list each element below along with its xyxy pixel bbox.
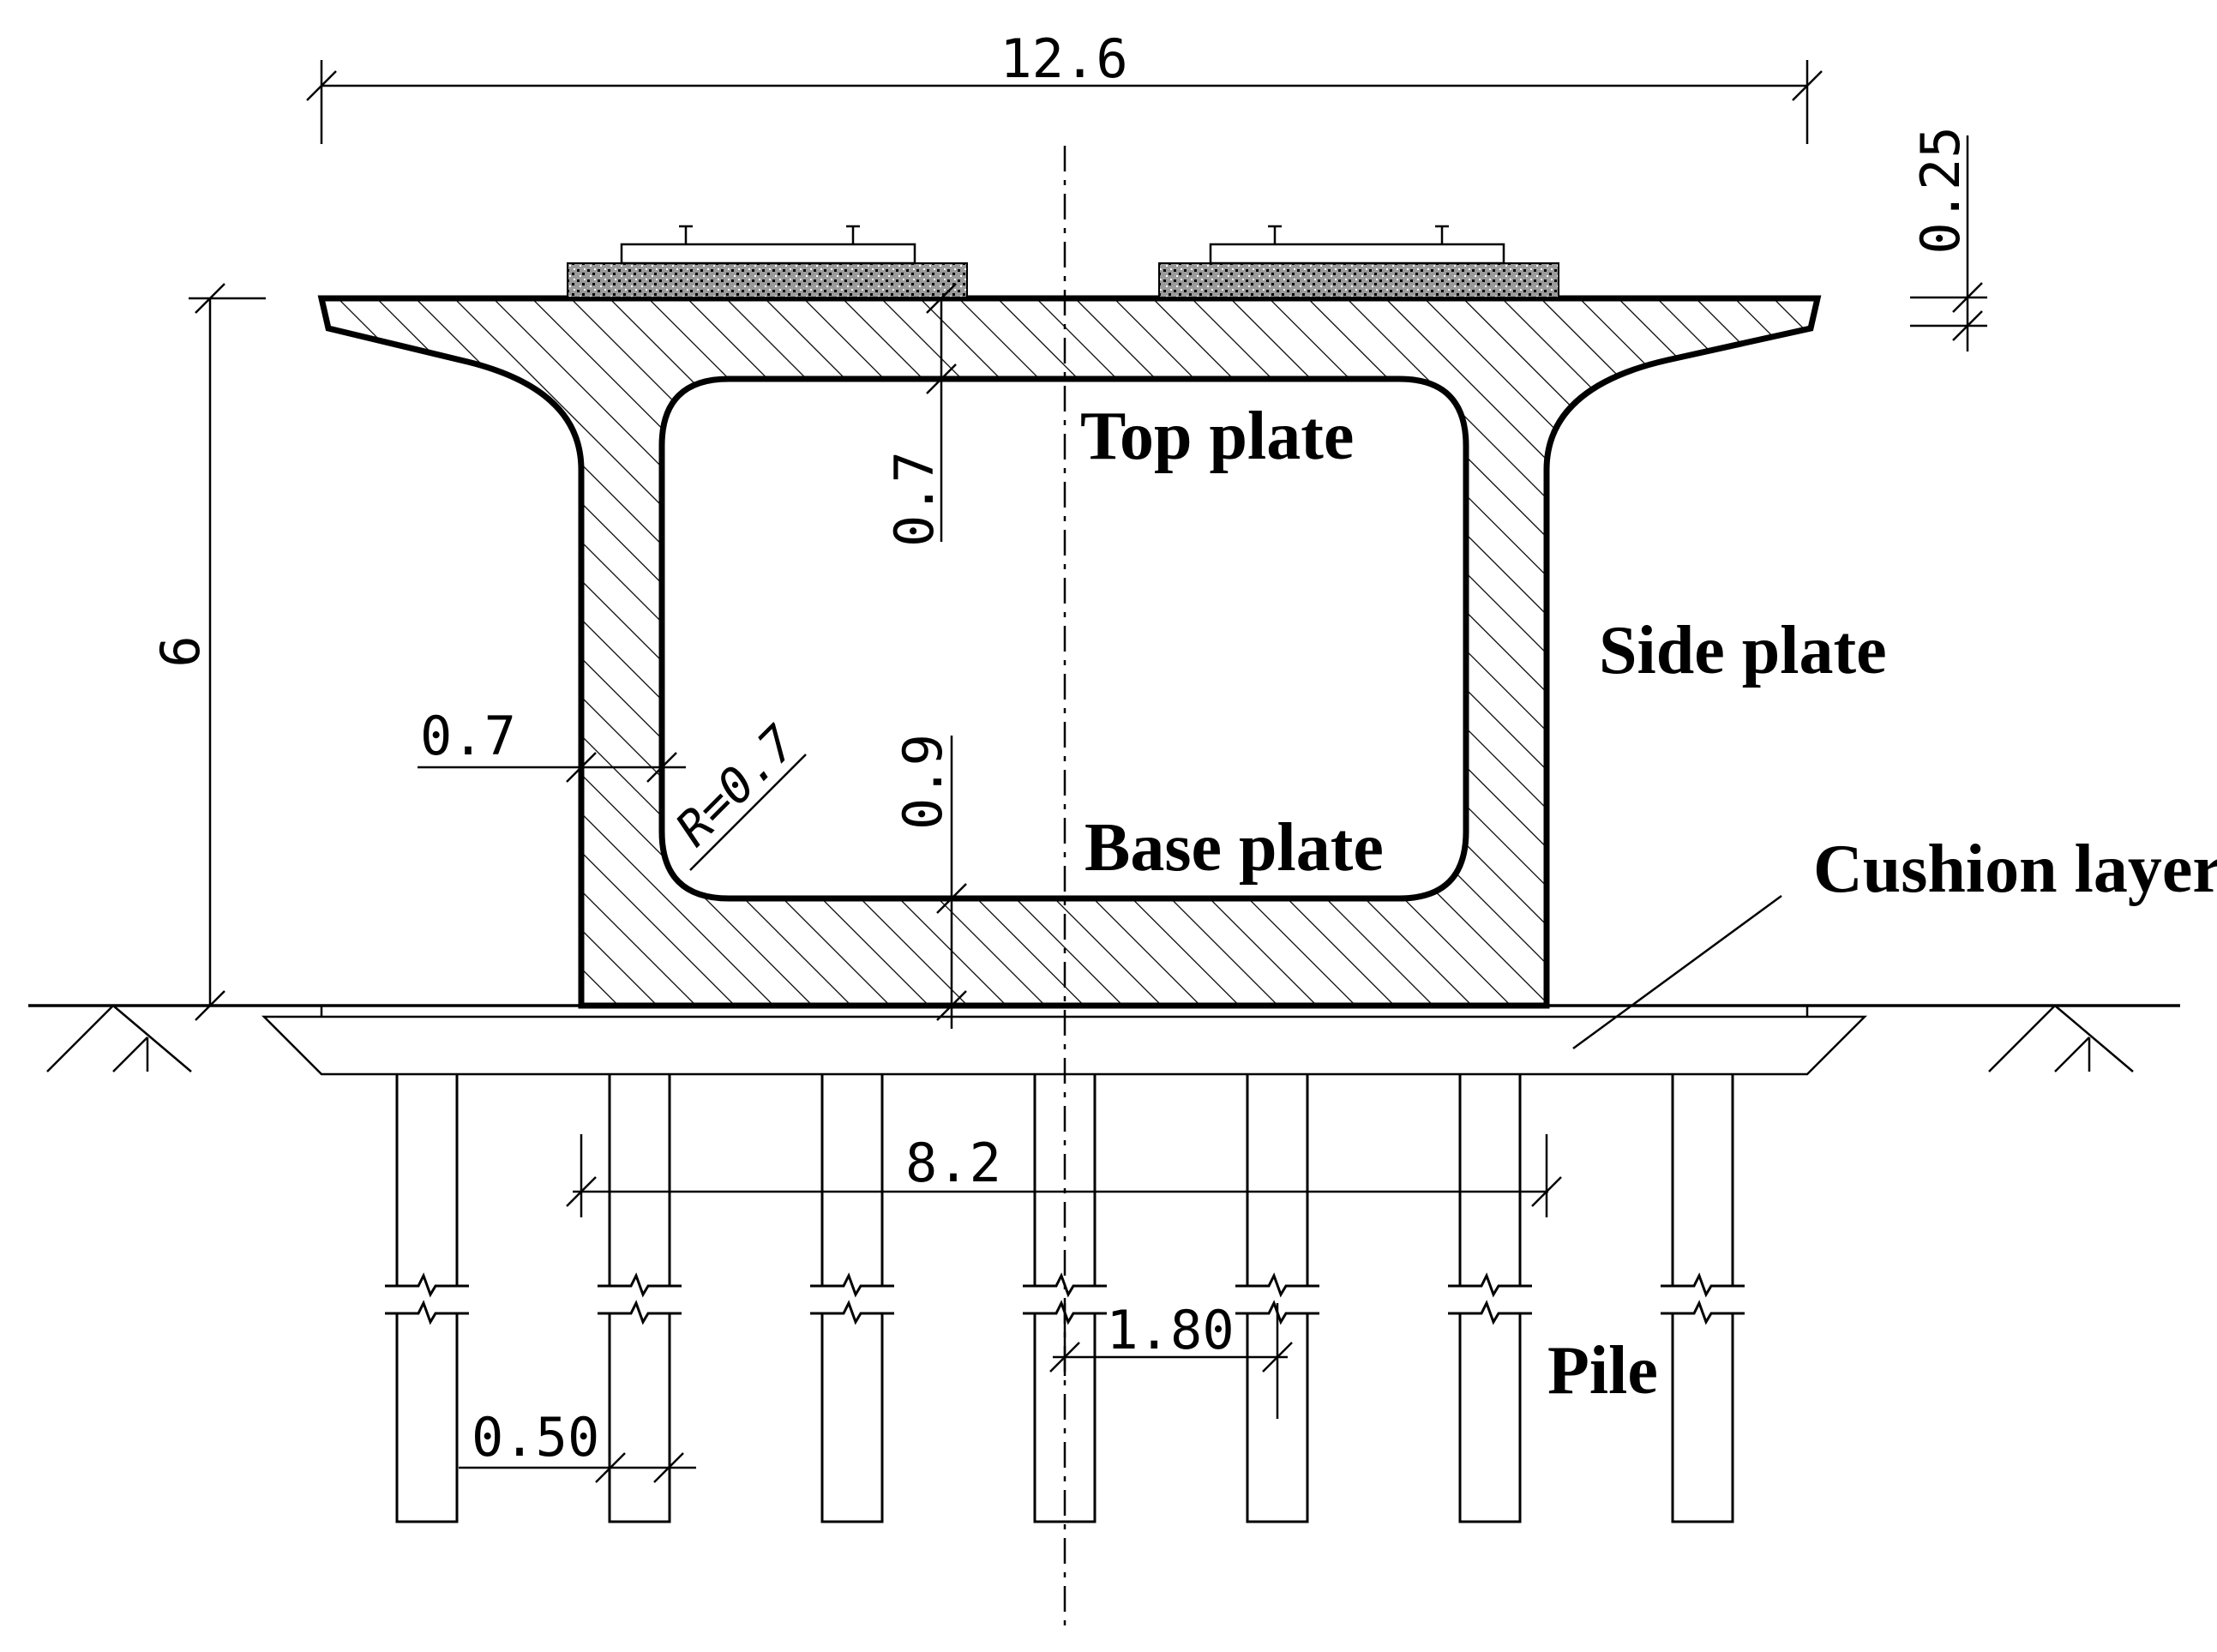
ground-symbol-right (1988, 1005, 2134, 1072)
dim-side-plate-thickness-text: 0.7 (420, 705, 516, 767)
pile (598, 1074, 682, 1523)
pile-outline (1661, 1074, 1745, 1523)
dim-side-plate-thickness (418, 752, 686, 783)
dim-top-plate-thickness (926, 283, 957, 542)
dim-pile-group-width (566, 1134, 1562, 1217)
ground-symbol-left (46, 1005, 192, 1072)
pile (1448, 1074, 1532, 1523)
rail-left-1 (679, 225, 693, 244)
dim-overall-width (306, 60, 1823, 144)
dim-base-plate-thickness (936, 736, 967, 1029)
dim-pile-spacing-text: 1.80 (1106, 1299, 1234, 1361)
dim-rail-height-text: 0.25 (1909, 126, 1972, 254)
dim-pile-diameter-text: 0.50 (472, 1406, 599, 1469)
pile-outline (1448, 1074, 1532, 1523)
pile-group (385, 1074, 1745, 1523)
pile (385, 1074, 469, 1523)
dim-pile-spacing (1049, 1303, 1293, 1419)
dim-total-height (189, 283, 266, 1021)
ballast-right (1158, 262, 1559, 298)
box-girder-body (317, 295, 1822, 1009)
label-base-plate: Base plate (1084, 810, 1384, 886)
dim-pile-diameter (459, 1452, 696, 1483)
rail-right-1 (1268, 225, 1282, 244)
label-pile: Pile (1547, 1333, 1658, 1409)
dim-rail-height (1910, 135, 1987, 351)
rail-right-2 (1435, 225, 1449, 244)
track-right (1158, 225, 1559, 298)
dim-top-plate-thickness-text: 0.7 (883, 451, 946, 547)
dim-base-plate-thickness-text: 0.9 (892, 734, 954, 830)
label-side-plate: Side plate (1599, 613, 1887, 688)
pile-outline (598, 1074, 682, 1523)
ballast-left (567, 262, 968, 298)
dim-fillet-radius-text: R=0.7 (665, 715, 807, 856)
label-cushion-layer: Cushion layer (1813, 832, 2217, 907)
pile (1661, 1074, 1745, 1523)
dim-overall-width-text: 12.6 (1000, 27, 1127, 90)
cushion-layer (261, 1015, 1868, 1076)
pile-outline (1023, 1074, 1107, 1523)
dim-total-height-text: 6 (149, 635, 212, 667)
rail-left-2 (846, 225, 860, 244)
cushion-leader-line (1572, 894, 1782, 1050)
track-left (567, 225, 968, 298)
pile (1235, 1074, 1319, 1523)
sleeper-right (1209, 243, 1505, 265)
label-top-plate: Top plate (1080, 399, 1354, 474)
dim-fillet-radius-line (689, 754, 807, 871)
dim-pile-group-width-text: 8.2 (905, 1132, 1001, 1194)
pile (810, 1074, 894, 1523)
pile-outline (385, 1074, 469, 1523)
pile (1023, 1074, 1107, 1523)
sleeper-left (620, 243, 916, 265)
pile-outline (810, 1074, 894, 1523)
pile-outline (1235, 1074, 1319, 1523)
